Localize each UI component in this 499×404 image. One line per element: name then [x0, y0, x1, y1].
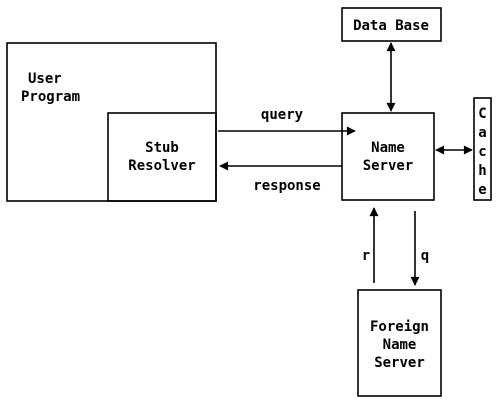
cache-label-letter-3: c: [478, 144, 486, 160]
response-label: response: [253, 178, 320, 194]
user-program-label-line2: Program: [21, 89, 80, 105]
q-label: q: [421, 248, 429, 264]
cache-label-letter-5: e: [478, 182, 486, 198]
database-box: [341, 7, 442, 42]
cache-box: [473, 97, 492, 201]
user-program-box: [6, 42, 217, 202]
stub-resolver-label-line1: Stub: [145, 140, 179, 156]
stub-resolver-box: [107, 112, 217, 202]
user-program-label-line1: User: [28, 71, 62, 87]
name-server-box: [341, 112, 435, 201]
database-label: Data Base: [353, 18, 429, 34]
foreign-name-server-label-line1: Foreign: [370, 319, 429, 335]
name-server-label-line2: Server: [363, 158, 414, 174]
stub-resolver-label-line2: Resolver: [128, 158, 195, 174]
query-label: query: [261, 107, 304, 123]
cache-label-letter-1: C: [478, 106, 486, 122]
cache-label-letter-4: h: [478, 163, 486, 179]
cache-label-letter-2: a: [478, 125, 486, 141]
name-server-label-line1: Name: [371, 140, 405, 156]
r-label: r: [362, 248, 370, 264]
foreign-name-server-label-line2: Name: [383, 337, 417, 353]
foreign-name-server-box: [357, 289, 442, 397]
foreign-name-server-label-line3: Server: [374, 355, 425, 371]
